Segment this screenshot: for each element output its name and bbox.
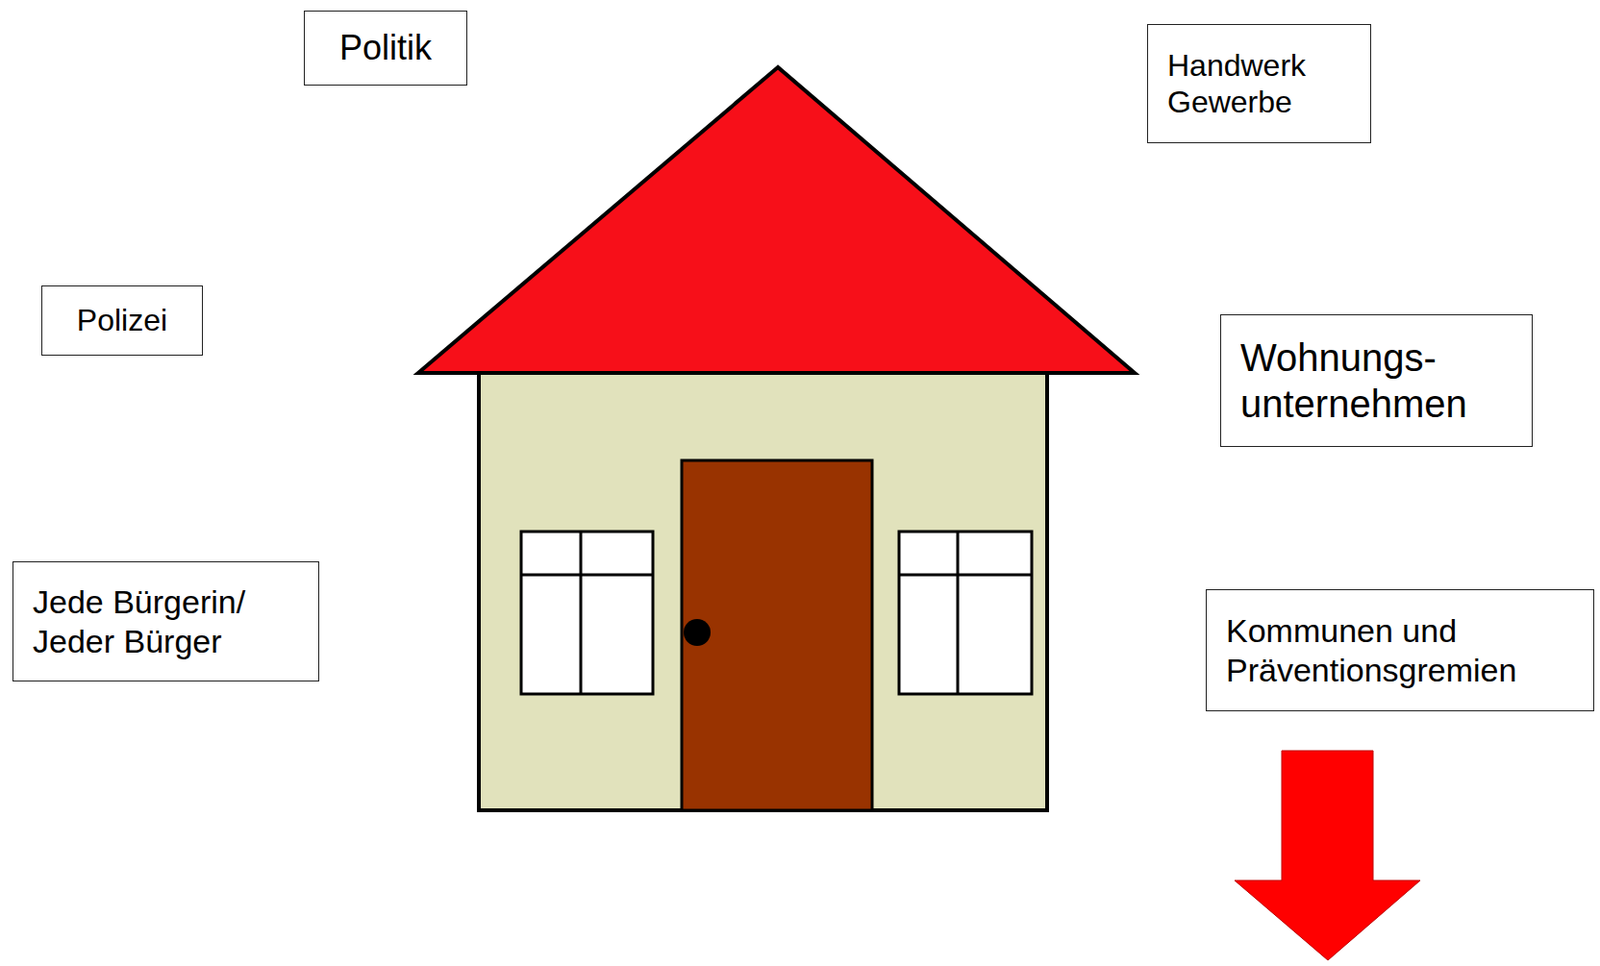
text-wrap: Jede Bürgerin/ Jeder Bürger <box>32 582 300 662</box>
window-left <box>521 531 653 695</box>
actor-label: Jede Bürgerin/ Jeder Bürger <box>32 582 300 662</box>
roof <box>418 67 1135 374</box>
window-right <box>899 531 1032 695</box>
actor-box: Politik <box>303 10 468 86</box>
text-wrap: Handwerk Gewerbe <box>1167 47 1351 122</box>
actor-label: Politik <box>339 26 432 69</box>
text-wrap: Polizei <box>76 301 168 339</box>
text-wrap: Kommunen und Präventionsgremien <box>1225 611 1575 691</box>
actor-box: Polizei <box>41 285 203 356</box>
house-wall <box>478 373 1048 811</box>
actor-label: Handwerk Gewerbe <box>1167 47 1351 122</box>
door-knob <box>683 619 711 647</box>
actor-label: Kommunen und Präventionsgremien <box>1225 611 1575 691</box>
actor-label: Wohnungs- unternehmen <box>1240 334 1513 427</box>
text-wrap: Wohnungs- unternehmen <box>1240 334 1513 427</box>
actor-box: Kommunen und Präventionsgremien <box>1205 589 1595 712</box>
actor-box: Handwerk Gewerbe <box>1147 24 1372 144</box>
door <box>681 460 873 811</box>
actor-label: Polizei <box>76 301 168 339</box>
down-arrow <box>1234 750 1421 961</box>
actor-box: Jede Bürgerin/ Jeder Bürger <box>12 561 320 682</box>
text-wrap: Politik <box>339 26 432 69</box>
actor-box: Wohnungs- unternehmen <box>1220 314 1533 448</box>
